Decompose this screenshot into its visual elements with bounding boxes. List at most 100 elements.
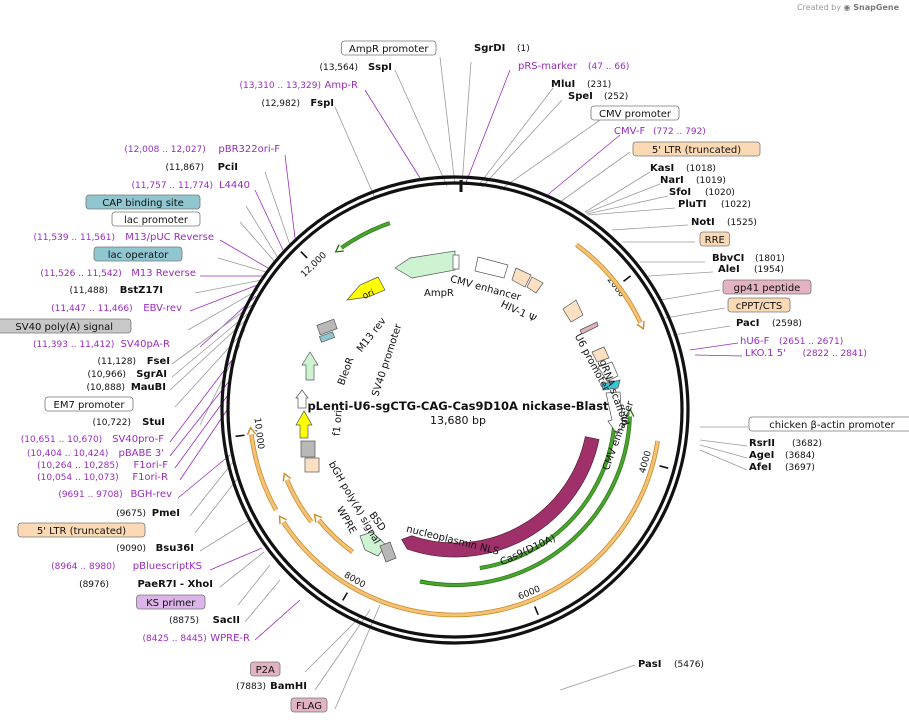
left-label-19: EM7 promoter bbox=[44, 396, 134, 412]
lac-feature bbox=[318, 331, 336, 343]
ori-feature bbox=[346, 276, 386, 301]
hiv-psi-feature bbox=[511, 267, 532, 288]
right-label-9: SfoI (1020) bbox=[669, 187, 735, 198]
leader-lines bbox=[169, 56, 748, 710]
label-box-text: P2A bbox=[256, 665, 275, 676]
label-coord: (12,008 .. 12,027) bbox=[124, 145, 205, 155]
label-name: PacI bbox=[736, 318, 759, 329]
label-name: SfoI bbox=[669, 187, 691, 198]
label-box bbox=[722, 279, 812, 295]
sv40-promoter-feature bbox=[295, 389, 309, 409]
label-coord: (2651 .. 2671) bbox=[779, 337, 843, 347]
inner-features bbox=[295, 250, 628, 563]
ampr-arc bbox=[340, 221, 391, 249]
left-label-35: BamHI(7883) bbox=[236, 681, 307, 692]
left-label-5: PciI(11,867) bbox=[165, 162, 238, 173]
label-coord: (11,393 .. 11,412) bbox=[33, 340, 114, 350]
label-coord: (3684) bbox=[785, 451, 815, 461]
right-label-8: NarI(1019) bbox=[660, 175, 726, 186]
ltr-arc-left bbox=[249, 434, 278, 511]
label-box-text: gp41 peptide bbox=[734, 283, 801, 294]
left-label-36: FLAG bbox=[290, 697, 328, 713]
tick-mark bbox=[300, 251, 308, 259]
left-label-8: lac promoter bbox=[111, 211, 201, 227]
label-name: F1ori-F bbox=[134, 460, 169, 471]
label-box bbox=[341, 40, 437, 56]
label-coord: (1525) bbox=[727, 218, 757, 228]
snapgene-logo: ◉ SnapGene bbox=[843, 3, 899, 12]
label-coord: (13,564) bbox=[319, 63, 358, 73]
ampr-arc-arrowhead bbox=[334, 244, 344, 253]
left-label-15: SV40pA-R (11,393 .. 11,412) bbox=[33, 339, 170, 350]
label-name: KasI bbox=[650, 163, 674, 174]
label-coord: (10,888) bbox=[86, 383, 125, 393]
right-label-19: LKO.1 5'(2822 .. 2841) bbox=[745, 348, 867, 359]
inner-label-bgh: bGH poly(A) signal bbox=[326, 460, 382, 546]
label-box-text: lac promoter bbox=[124, 215, 189, 226]
label-box bbox=[727, 297, 791, 313]
cag-arc-outer bbox=[419, 416, 632, 587]
label-name: WPRE-R bbox=[210, 633, 250, 644]
label-name: MauBI bbox=[131, 382, 166, 393]
tick-mark bbox=[342, 592, 349, 601]
label-coord: (1) bbox=[517, 44, 530, 54]
wpre-arc-arrowhead bbox=[313, 513, 323, 523]
right-label-3: SpeI(252) bbox=[568, 91, 628, 102]
label-box-text: EM7 promoter bbox=[54, 400, 126, 411]
left-label-1: SspI(13,564) bbox=[319, 62, 392, 73]
label-coord: (3697) bbox=[785, 463, 815, 473]
left-label-26: PmeI(9675) bbox=[116, 508, 180, 519]
label-coord: (9691 .. 9708) bbox=[58, 490, 122, 500]
left-label-0: AmpR promoter bbox=[341, 40, 437, 56]
label-coord: (9675) bbox=[116, 509, 146, 519]
label-name: M13 Reverse bbox=[131, 268, 196, 279]
right-label-22: AgeI(3684) bbox=[749, 450, 815, 461]
chicken-actin-feature bbox=[605, 391, 628, 435]
label-coord: (9090) bbox=[116, 544, 146, 554]
right-label-17: PacI(2598) bbox=[736, 318, 802, 329]
label-box-text: FLAG bbox=[296, 701, 322, 712]
label-coord: (8425 .. 8445) bbox=[143, 634, 207, 644]
label-coord: (13,310 .. 13,329) bbox=[240, 81, 321, 91]
label-box bbox=[93, 246, 183, 262]
left-label-28: Bsu36I(9090) bbox=[116, 543, 194, 554]
label-name: M13/pUC Reverse bbox=[125, 232, 214, 243]
right-label-11: NotI (1525) bbox=[691, 217, 757, 228]
label-coord: (47 .. 66) bbox=[588, 62, 629, 72]
right-label-1: pRS-marker (47 .. 66) bbox=[518, 61, 629, 72]
label-name: NarI bbox=[660, 175, 684, 186]
label-coord: (1020) bbox=[705, 188, 735, 198]
label-name: CMV-F bbox=[614, 126, 645, 137]
label-box-text: cPPT/CTS bbox=[736, 301, 782, 312]
label-coord: (8976) bbox=[79, 580, 109, 590]
label-box bbox=[44, 396, 134, 412]
left-label-6: L4440(11,757 .. 11,774) bbox=[132, 180, 250, 191]
label-name: BamHI bbox=[270, 681, 307, 692]
left-label-17: SgrAI(10,966) bbox=[87, 369, 167, 380]
cppt-feature bbox=[562, 299, 584, 323]
label-name: AleI bbox=[718, 264, 740, 275]
label-name: SV40pA-R bbox=[121, 339, 170, 350]
label-name: BstZ17I bbox=[120, 285, 163, 296]
left-label-3: FspI(12,982) bbox=[261, 98, 334, 109]
label-coord: (2822 .. 2841) bbox=[803, 349, 867, 359]
inner-label-f1-ori: f1 ori bbox=[332, 410, 345, 437]
left-label-12: BstZ17I(11,488) bbox=[69, 285, 163, 296]
label-name: EBV-rev bbox=[143, 303, 182, 314]
label-box bbox=[111, 211, 201, 227]
label-name: PluTI bbox=[678, 199, 706, 210]
label-coord: (11,526 .. 11,542) bbox=[40, 269, 121, 279]
label-name: pRS-marker bbox=[518, 61, 578, 72]
right-label-18: hU6-F(2651 .. 2671) bbox=[740, 336, 843, 347]
feature-arcs bbox=[246, 221, 660, 618]
backbone bbox=[220, 175, 690, 645]
label-box-text: lac operator bbox=[108, 250, 169, 261]
label-name: NotI bbox=[691, 217, 715, 228]
right-label-0: SgrDI(1) bbox=[474, 43, 530, 54]
label-coord: (1018) bbox=[686, 164, 716, 174]
right-label-23: AfeI(3697) bbox=[749, 462, 815, 473]
left-label-4: pBR322ori-F(12,008 .. 12,027) bbox=[124, 144, 280, 155]
u6-promoter-feature bbox=[597, 361, 619, 382]
label-coord: (10,264 .. 10,285) bbox=[37, 461, 118, 471]
